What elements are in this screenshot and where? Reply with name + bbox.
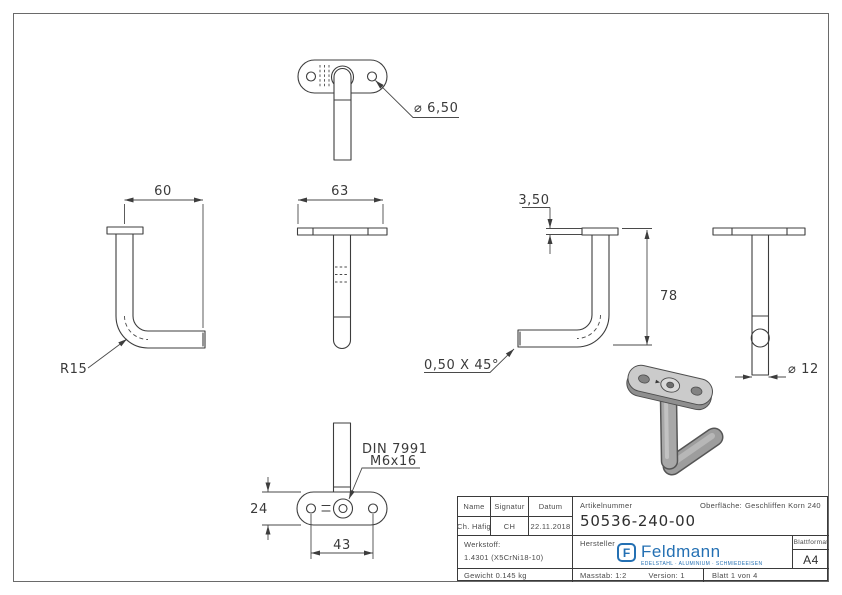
sheet-format-header: Blattformat	[793, 536, 829, 550]
feldmann-logo-text: Feldmann	[641, 542, 721, 561]
label-screw-size: M6x16	[370, 454, 417, 469]
scale-version-cell: Masstab: 1:2 Version: 1	[573, 569, 704, 582]
material-cell: Werkstoff: 1.4301 (X5CrNi18-10)	[458, 536, 573, 569]
label-screw-standard: DIN 7991	[362, 442, 428, 457]
manufacturer-label: Hersteller	[580, 539, 616, 548]
feldmann-logo-text-group: Feldmann EDELSTAHL · ALUMINIUM · SCHMIED…	[641, 543, 762, 567]
sheet-format-cell: Blattformat A4	[793, 536, 829, 569]
knurl-marks	[319, 65, 330, 88]
dim-plate-width: 63	[331, 184, 349, 199]
end-view: ⌀ 12	[712, 227, 819, 380]
right-side-view: 3,50 78 0,50 X 45°	[424, 193, 678, 373]
material-label: Werkstoff:	[464, 540, 501, 549]
dim-hole-spacing: 43	[333, 538, 351, 553]
top-view: ⌀ 6,50	[297, 59, 459, 161]
dim-bend-radius: R15	[60, 362, 87, 377]
weight-value: Gewicht 0.145 kg	[464, 571, 527, 580]
dim-plate-depth: 24	[250, 502, 268, 517]
iso-view	[626, 364, 724, 476]
drawn-by-name: Ch. Häfig	[457, 521, 491, 531]
surface-value: Geschliffen Korn 240	[745, 501, 821, 510]
value-signature-cell: CH	[491, 517, 529, 536]
header-name-cell: Name	[458, 497, 491, 517]
feldmann-monogram-icon: F	[617, 543, 636, 562]
dim-plate-thickness: 3,50	[518, 193, 549, 208]
header-date-cell: Datum	[529, 497, 573, 517]
dim-height: 78	[660, 289, 678, 304]
dim-arm-length: 60	[154, 184, 172, 199]
scale-value: Masstab: 1:2	[580, 571, 627, 580]
value-name-cell: Ch. Häfig	[457, 517, 491, 536]
page-border	[13, 13, 829, 582]
weight-cell: Gewicht 0.145 kg	[458, 569, 573, 582]
header-date: Datum	[538, 502, 563, 511]
bottom-view: DIN 7991 M6x16 24 43	[250, 422, 428, 559]
drawing-date: 22.11.2018	[530, 521, 571, 531]
dim-hole-diameter: ⌀ 6,50	[414, 101, 459, 116]
sheet-format-value-box: A4	[793, 550, 829, 569]
hidden-hole-lines	[335, 266, 349, 283]
dim-tube-diameter: ⌀ 12	[788, 362, 819, 377]
article-number-value: 50536-240-00	[580, 512, 696, 530]
sheet-number-value: Blatt 1 von 4	[712, 571, 758, 580]
header-signature-cell: Signatur	[491, 497, 529, 517]
symmetry-mark	[321, 504, 331, 512]
version-value: Version: 1	[648, 571, 685, 580]
drawn-by-signature: CH	[503, 521, 516, 531]
left-side-view: 60 R15	[60, 184, 206, 377]
surface-label: Oberfläche:	[700, 501, 743, 510]
title-block: Name Signatur Datum Ch. Häfig CH 22.11.2…	[457, 496, 829, 582]
header-name: Name	[463, 502, 485, 511]
sheet-format-label: Blattformat	[793, 539, 829, 546]
iso-plate	[626, 364, 713, 411]
value-date-cell: 22.11.2018	[529, 517, 573, 536]
manufacturer-cell: Hersteller F Feldmann EDELSTAHL · ALUMIN…	[573, 536, 793, 569]
sheet-number-cell: Blatt 1 von 4	[704, 569, 829, 582]
dim-chamfer: 0,50 X 45°	[424, 358, 499, 373]
article-number-cell: Artikelnummer 50536-240-00 Oberfläche: G…	[573, 497, 829, 536]
header-signature: Signatur	[494, 502, 525, 511]
sheet-format-value: A4	[803, 552, 819, 567]
front-view: 63	[296, 184, 388, 349]
feldmann-logo: F Feldmann EDELSTAHL · ALUMINIUM · SCHMI…	[617, 543, 762, 567]
material-value: 1.4301 (X5CrNi18-10)	[464, 553, 544, 562]
feldmann-logo-tagline: EDELSTAHL · ALUMINIUM · SCHMIEDEEISEN	[641, 561, 763, 567]
article-number-label: Artikelnummer	[580, 501, 633, 510]
